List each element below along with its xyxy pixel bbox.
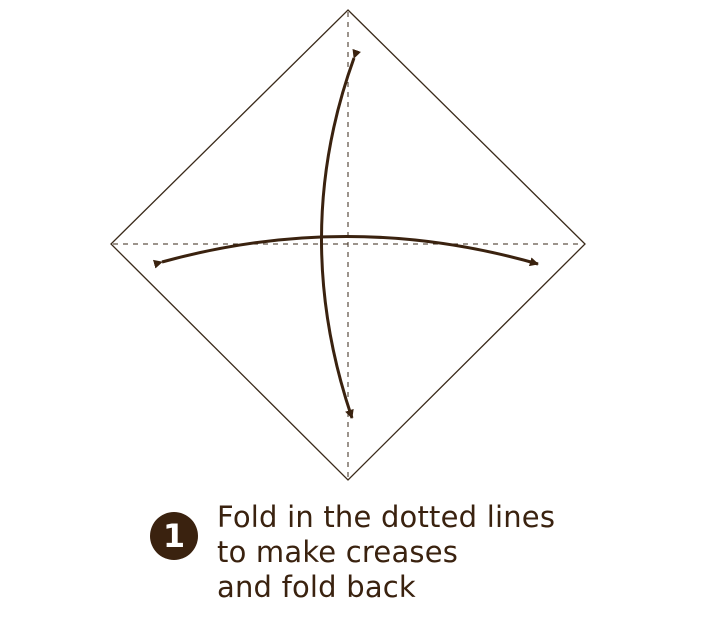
step-number-badge: 1 [150, 512, 198, 560]
instruction-line: Fold in the dotted lines [217, 500, 556, 534]
instruction-line: to make creases [217, 535, 459, 569]
instruction-line: and fold back [217, 570, 416, 604]
step-instructions: Fold in the dotted lines to make creases… [217, 500, 555, 605]
paper-square [110, 9, 586, 481]
step-caption: 1 Fold in the dotted lines to make creas… [150, 498, 690, 610]
fold-diagram [110, 9, 586, 481]
horizontal-fold-arrow [152, 235, 539, 269]
